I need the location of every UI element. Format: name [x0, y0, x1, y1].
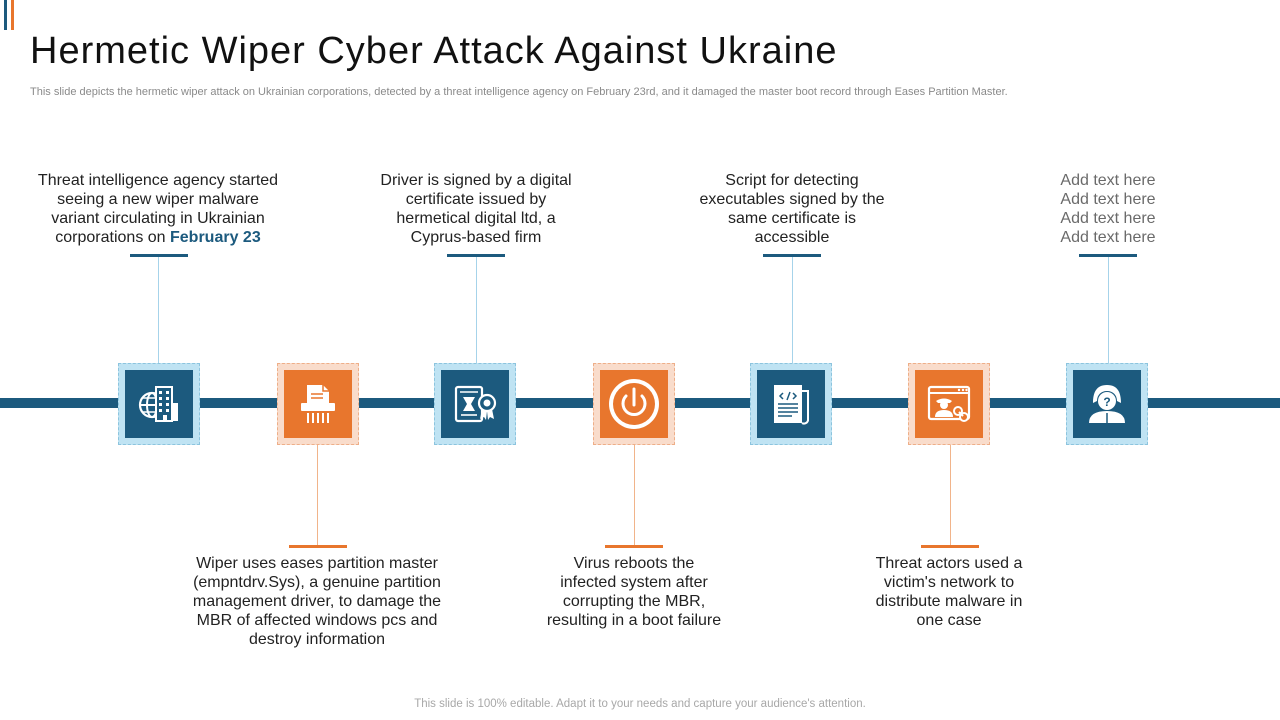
text-line: Threat intelligence agency started [37, 172, 279, 189]
date-highlight: February 23 [170, 229, 261, 246]
text-line: infected system after [560, 574, 708, 591]
text-line: Add text here [1060, 229, 1156, 246]
text-line: resulting in a boot failure [546, 612, 722, 629]
text-line: Wiper uses eases partition master [196, 555, 438, 572]
timeline-icon-box-6 [908, 363, 990, 445]
text-line: (empntdrv.Sys), a genuine partition [193, 574, 441, 591]
text-prefix: corporations on [55, 229, 170, 246]
text-line: MBR of affected windows pcs and [196, 612, 438, 629]
text-line: victim's network to [883, 574, 1015, 591]
text-underline [1079, 254, 1137, 257]
timeline-icon-box-7: ? [1066, 363, 1148, 445]
hacker-person-icon: ? [1073, 370, 1141, 438]
svg-text:?: ? [1103, 395, 1110, 409]
text-line: same certificate is [727, 210, 857, 227]
footer-note: This slide is 100% editable. Adapt it to… [414, 698, 866, 710]
certificate-icon [441, 370, 509, 438]
text-underline [605, 545, 663, 548]
script-document-icon [757, 370, 825, 438]
text-line: destroy information [248, 631, 386, 648]
timeline-text-4: Virus reboots the infected system after … [504, 554, 764, 630]
page-title: Hermetic Wiper Cyber Attack Against Ukra… [30, 30, 838, 72]
text-line: Cyprus-based firm [410, 229, 542, 246]
text-underline [447, 254, 505, 257]
text-underline [130, 254, 188, 257]
timeline-icon-box-3 [434, 363, 516, 445]
text-line: accessible [754, 229, 830, 246]
text-line: management driver, to damage the [192, 593, 442, 610]
text-line: executables signed by the [699, 191, 885, 208]
text-line: Virus reboots the [573, 555, 695, 572]
power-icon [600, 370, 668, 438]
text-line: Add text here [1060, 191, 1156, 208]
timeline-icon-box-1 [118, 363, 200, 445]
text-line: seeing a new wiper malware [57, 191, 259, 208]
text-line: distribute malware in [875, 593, 1023, 610]
text-line: corrupting the MBR, [562, 593, 706, 610]
globe-building-icon [125, 370, 193, 438]
timeline-text-2: Wiper uses eases partition master (empnt… [187, 554, 447, 649]
text-underline [921, 545, 979, 548]
connector-line [634, 445, 635, 546]
connector-line [158, 257, 159, 364]
text-line: certificate issued by [405, 191, 547, 208]
text-line: Add text here [1060, 172, 1156, 189]
timeline-text-1: Threat intelligence agency started seein… [28, 171, 288, 247]
timeline-text-6: Threat actors used a victim's network to… [819, 554, 1079, 630]
text-line: corporations on February 23 [28, 228, 288, 247]
accent-bar-blue [4, 0, 7, 30]
page-subtitle: This slide depicts the hermetic wiper at… [30, 86, 1008, 98]
text-line: Driver is signed by a digital [380, 172, 572, 189]
timeline-text-7: Add text here Add text here Add text her… [978, 171, 1238, 247]
timeline-icon-box-5 [750, 363, 832, 445]
timeline-text-5: Script for detecting executables signed … [662, 171, 922, 247]
document-shredder-icon [284, 370, 352, 438]
text-line: one case [916, 612, 982, 629]
text-line: Add text here [1060, 210, 1156, 227]
timeline-icon-box-4 [593, 363, 675, 445]
connector-line [317, 445, 318, 546]
connector-line [950, 445, 951, 546]
timeline-icon-box-2 [277, 363, 359, 445]
timeline-text-3: Driver is signed by a digital certificat… [346, 171, 606, 247]
hacker-browser-link-icon [915, 370, 983, 438]
text-line: Script for detecting [725, 172, 859, 189]
text-line: hermetical digital ltd, a [396, 210, 556, 227]
text-underline [763, 254, 821, 257]
text-underline [289, 545, 347, 548]
accent-bar-orange [11, 0, 14, 30]
connector-line [1108, 257, 1109, 364]
text-line: variant circulating in Ukrainian [51, 210, 265, 227]
connector-line [476, 257, 477, 364]
text-line: Threat actors used a [875, 555, 1023, 572]
connector-line [792, 257, 793, 364]
